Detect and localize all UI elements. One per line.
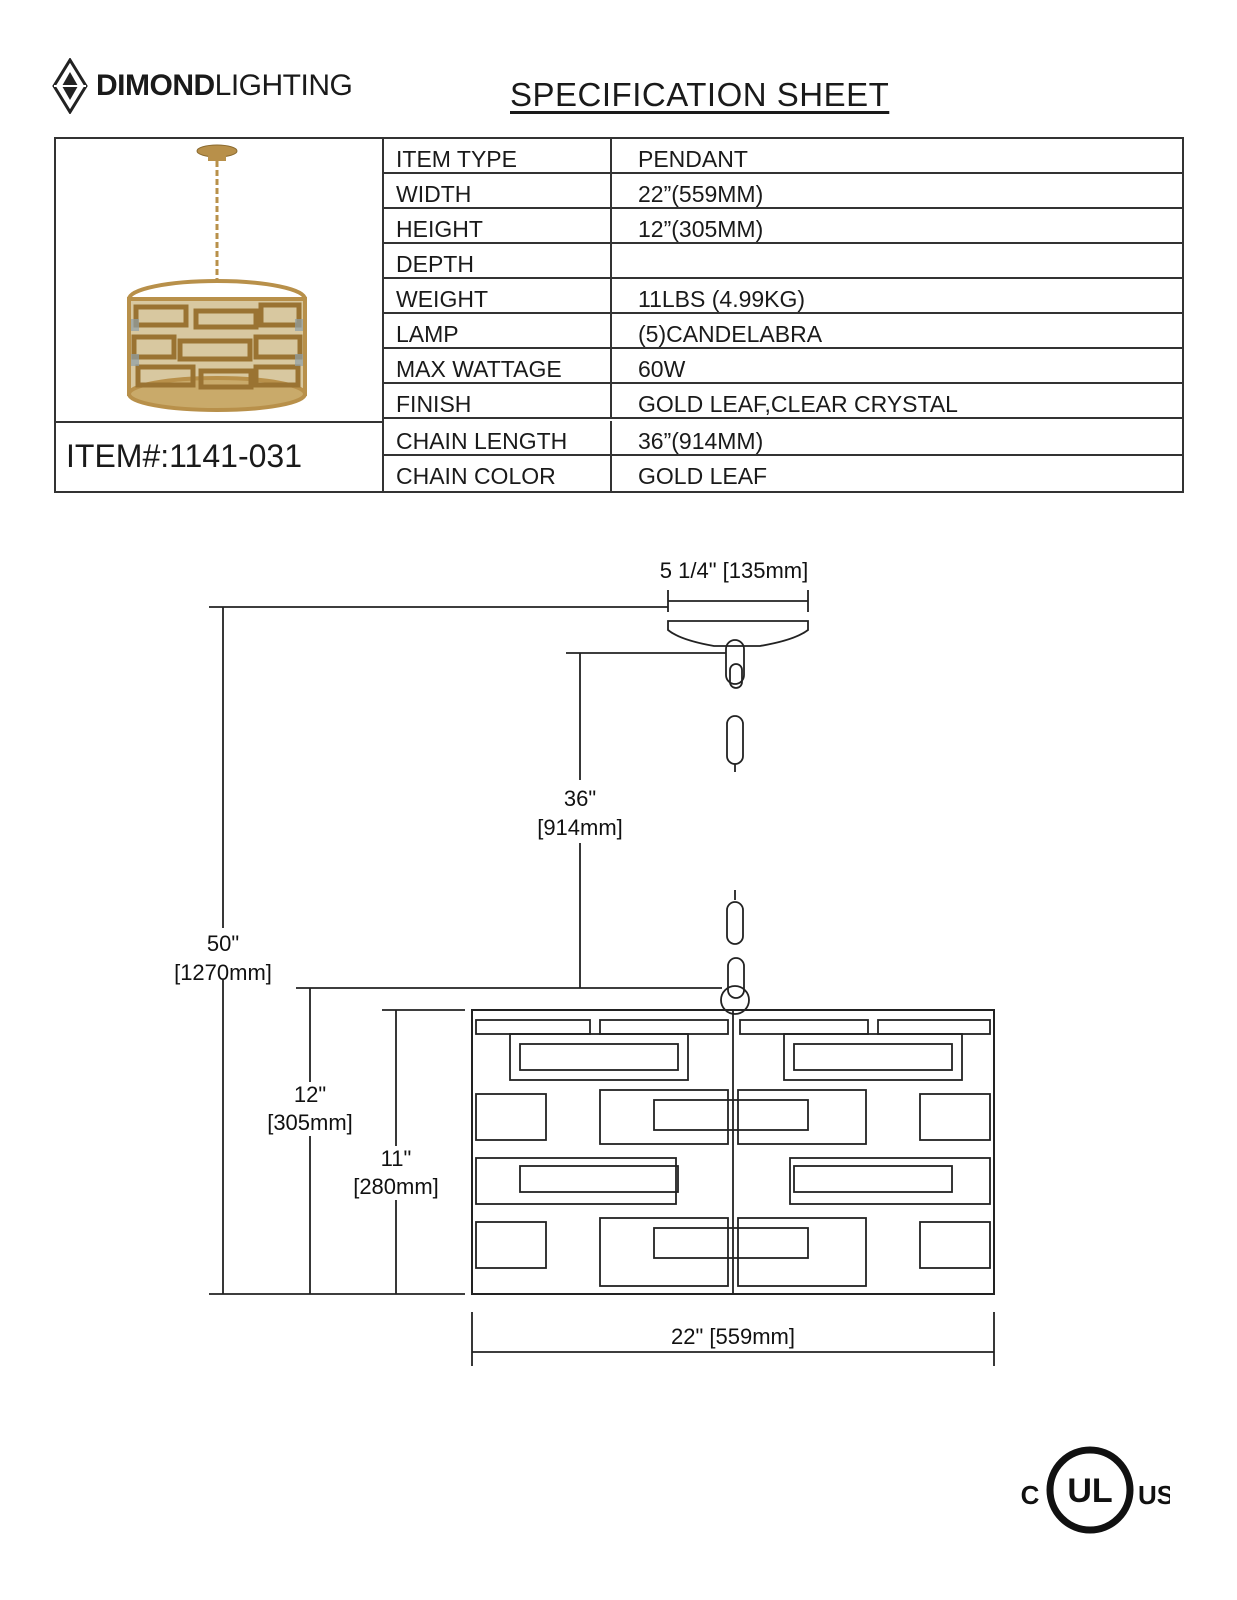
column-divider — [610, 421, 612, 454]
product-photo-cell — [56, 139, 384, 423]
product-photo — [127, 144, 307, 412]
height-dimension-in: 12" — [294, 1082, 326, 1107]
diamond-logo-icon — [52, 58, 88, 114]
spec-row-finish: FINISH GOLD LEAF,CLEAR CRYSTAL — [384, 384, 1182, 419]
spec-label: CHAIN COLOR — [396, 463, 556, 489]
spec-row-height: HEIGHT 12”(305MM) — [384, 209, 1182, 244]
ul-center-text: UL — [1067, 1472, 1112, 1510]
spec-value: (5)CANDELABRA — [638, 321, 823, 347]
spec-row-chain-color: CHAIN COLOR GOLD LEAF — [384, 456, 1182, 491]
ul-right-text: US — [1138, 1480, 1170, 1510]
spec-row-chain-length: CHAIN LENGTH 36”(914MM) — [384, 421, 1182, 456]
spec-value: 60W — [638, 356, 686, 382]
spec-value: GOLD LEAF — [638, 463, 768, 489]
lattice-pattern — [475, 1010, 991, 1294]
loop-ring — [720, 985, 750, 1015]
spec-label: WEIGHT — [396, 286, 488, 312]
spec-value: 11LBS (4.99KG) — [638, 286, 806, 312]
ul-certification-mark: UL C US — [1021, 1446, 1170, 1534]
column-divider — [610, 314, 612, 347]
spec-label: FINISH — [396, 391, 472, 417]
canopy-dimension: 5 1/4" [135mm] — [660, 560, 808, 583]
ul-left-text: C — [1021, 1480, 1040, 1510]
chain-dimension-in: 36" — [564, 786, 596, 811]
brand-name: DIMONDLIGHTING — [96, 69, 353, 103]
overall-dimension-in: 50" — [207, 931, 239, 956]
item-number: ITEM#:1141-031 — [66, 438, 302, 474]
spec-label: HEIGHT — [396, 216, 483, 242]
overall-dimension-mm: [1270mm] — [174, 960, 272, 985]
height-dimension-mm: [305mm] — [267, 1110, 353, 1135]
column-divider — [610, 139, 612, 172]
chain-link — [725, 639, 745, 685]
page-title: SPECIFICATION SHEET — [510, 76, 890, 113]
brand-name-light: LIGHTING — [214, 69, 353, 102]
column-divider — [610, 349, 612, 382]
spec-label: ITEM TYPE — [396, 146, 517, 172]
column-divider — [610, 279, 612, 312]
spec-row-width: WIDTH 22”(559MM) — [384, 174, 1182, 209]
spec-row-depth: DEPTH — [384, 244, 1182, 279]
spec-row-item-type: ITEM TYPE PENDANT — [384, 139, 1182, 174]
spec-label: CHAIN LENGTH — [396, 428, 568, 454]
spec-label: DEPTH — [396, 251, 474, 277]
spec-value: 12”(305MM) — [638, 216, 764, 242]
spec-value: 36”(914MM) — [638, 428, 764, 454]
spec-label: WIDTH — [396, 181, 472, 207]
dimension-drawing: 5 1/4" [135mm] 36" [914mm] 50" [1270mm] … — [174, 560, 995, 1366]
column-divider — [610, 209, 612, 242]
spec-value: GOLD LEAF,CLEAR CRYSTAL — [638, 391, 958, 417]
spec-label: MAX WATTAGE — [396, 356, 562, 382]
item-number-cell: ITEM#:1141-031 — [56, 423, 384, 491]
brand-logo: DIMONDLIGHTING — [52, 58, 382, 114]
spec-row-max-wattage: MAX WATTAGE 60W — [384, 349, 1182, 384]
spec-label: LAMP — [396, 321, 459, 347]
body-dimension-in: 11" — [381, 1146, 412, 1171]
spec-value: PENDANT — [638, 146, 748, 172]
spec-row-weight: WEIGHT 11LBS (4.99KG) — [384, 279, 1182, 314]
spec-table: ITEM#:1141-031 ITEM TYPE PENDANT WIDTH 2… — [54, 137, 1184, 493]
chain-dimension-mm: [914mm] — [537, 815, 623, 840]
column-divider — [610, 456, 612, 491]
column-divider — [610, 244, 612, 277]
width-dimension: 22" [559mm] — [671, 1324, 795, 1349]
spec-value: 22”(559MM) — [638, 181, 764, 207]
brand-name-bold: DIMOND — [96, 69, 215, 102]
body-dimension-mm: [280mm] — [353, 1174, 439, 1199]
spec-row-lamp: LAMP (5)CANDELABRA — [384, 314, 1182, 349]
column-divider — [610, 384, 612, 417]
canopy-outline — [667, 620, 809, 647]
column-divider — [610, 174, 612, 207]
